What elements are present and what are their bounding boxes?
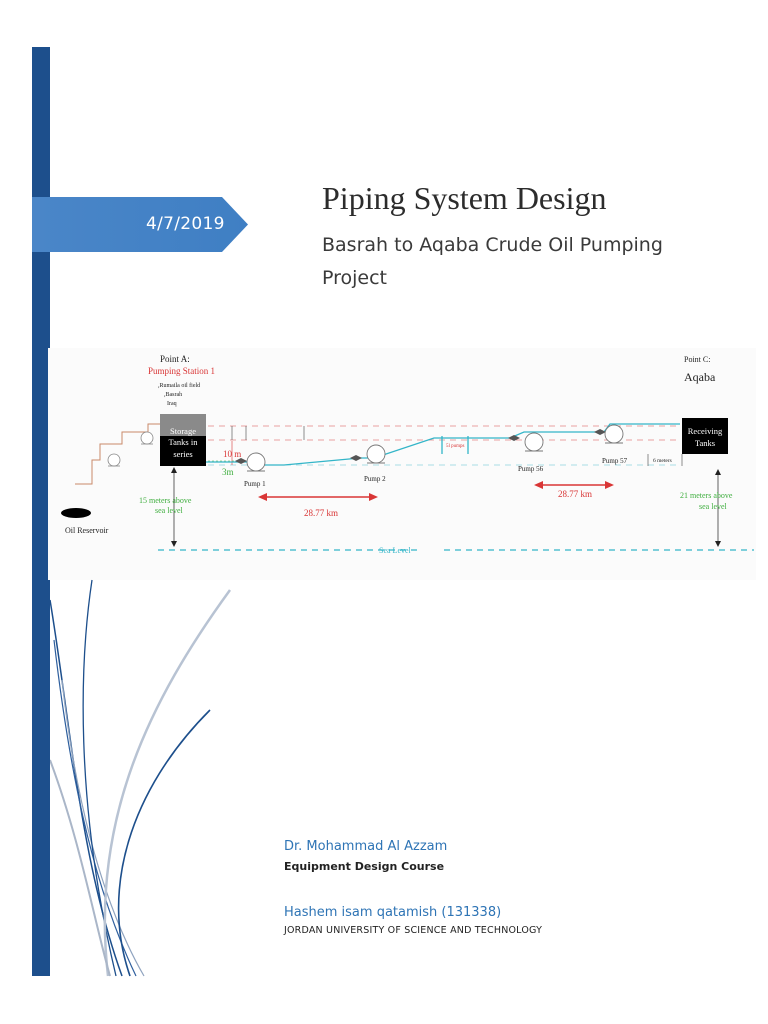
pump-56-label: Pump 56 [518, 465, 544, 473]
document-title: Piping System Design [322, 180, 607, 216]
decor-line-3 [61, 679, 145, 977]
left-elevation-label-2: sea level [155, 506, 184, 515]
date-tab [32, 197, 248, 252]
pumps-group-label: 5l pumps [446, 444, 465, 449]
decor-line-5 [103, 589, 232, 977]
right-elevation-label-1: 21 meters above [680, 491, 733, 500]
right-elevation-arrow [715, 469, 721, 547]
dim-3m-label: 3m [222, 467, 234, 477]
storage-label-1: Storage [170, 426, 196, 436]
pump-1-icon [246, 452, 266, 472]
pump-57-label: Pump 57 [602, 457, 628, 465]
six-meters-label: 6 meters [653, 458, 672, 464]
decor-line-1 [50, 599, 123, 977]
storage-label-3: series [173, 449, 192, 459]
receiving-label-1: Receiving [688, 426, 723, 436]
point-a-station: Pumping Station 1 [148, 366, 215, 376]
decor-line-6 [117, 709, 211, 977]
valve-1-icon [235, 458, 247, 464]
cover-date: 4/7/2019 [146, 214, 225, 234]
feed-pump-1-icon [107, 453, 121, 467]
student-name: Hashem isam qatamish (131338) [284, 905, 502, 920]
point-c-title: Point C: [684, 355, 710, 364]
sea-level-label: Sea Level [379, 546, 412, 555]
point-a-location-2: ,Basrah [164, 392, 182, 398]
pump-1-label: Pump 1 [244, 480, 266, 488]
distance-arrow-right [534, 481, 614, 489]
storage-tanks-top [160, 414, 206, 436]
oil-reservoir-icon [61, 508, 91, 518]
date-tab-shape [32, 197, 248, 252]
valve-3-icon [508, 435, 520, 441]
point-a-title: Point A: [160, 354, 190, 364]
pump-2-icon [366, 444, 386, 464]
decor-line-2 [53, 639, 137, 977]
pump-2-label: Pump 2 [364, 475, 386, 483]
pipeline-diagram: Point A: Pumping Station 1 ,Rumaila oil … [48, 348, 756, 580]
distance-right-label: 28.77 km [558, 489, 592, 499]
point-a-location-1: ,Rumaila oil field [158, 382, 200, 389]
right-elevation-label-2: sea level [699, 502, 728, 511]
point-a-location-3: Iraq [167, 401, 177, 407]
left-elevation-arrow [171, 467, 177, 547]
receiving-label-2: Tanks [695, 438, 715, 448]
feed-pump-2-icon [140, 431, 154, 445]
course-name: Equipment Design Course [284, 860, 445, 873]
distance-arrow-left [258, 493, 378, 501]
storage-label-2: Tanks in [169, 437, 199, 447]
dim-10m-label: 10 m [223, 449, 241, 459]
author-name: Dr. Mohammad Al Azzam [284, 839, 448, 854]
valve-2-icon [350, 455, 362, 461]
pump-56-icon [524, 432, 544, 452]
receiving-tanks [682, 418, 728, 454]
valve-4-icon [594, 429, 606, 435]
point-c-city: Aqaba [684, 370, 716, 384]
decor-line-7 [50, 759, 111, 977]
oil-reservoir-label: Oil Reservoir [65, 526, 109, 535]
university-name: JORDAN UNIVERSITY OF SCIENCE AND TECHNOL… [284, 925, 543, 936]
reservoir-feed-pipe [75, 423, 160, 485]
pump-57-icon [604, 424, 624, 444]
document-subtitle: Basrah to Aqaba Crude Oil Pumping Projec… [322, 234, 663, 289]
left-elevation-label-1: 15 meters above [139, 496, 192, 505]
distance-left-label: 28.77 km [304, 508, 338, 518]
decor-line-4 [82, 579, 117, 977]
side-accent-bar [32, 47, 50, 976]
decorative-swooshes [50, 579, 232, 977]
